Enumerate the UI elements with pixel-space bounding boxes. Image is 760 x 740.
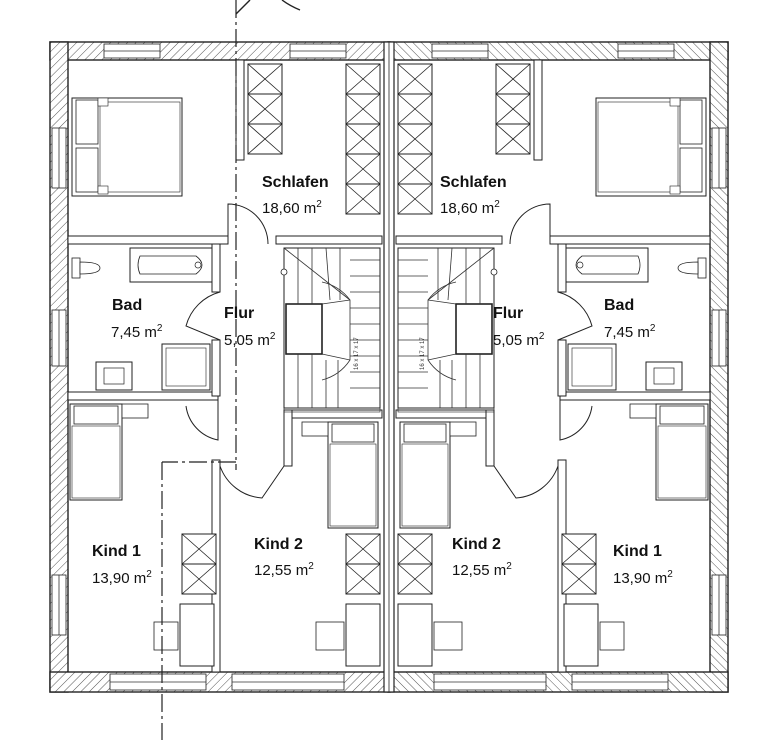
room-label-schlafen-left: Schlafen 18,60 m2 [262, 174, 329, 217]
house-left [50, 42, 390, 692]
svg-text:12,55 m2: 12,55 m2 [254, 561, 314, 579]
svg-text:Schlafen: Schlafen [262, 174, 329, 191]
svg-text:Schlafen: Schlafen [440, 174, 507, 191]
svg-text:Bad: Bad [112, 297, 142, 314]
svg-text:5,05 m2: 5,05 m2 [493, 331, 545, 349]
party-wall [383, 41, 395, 693]
svg-text:Bad: Bad [604, 297, 634, 314]
svg-text:18,60 m2: 18,60 m2 [440, 199, 500, 217]
svg-text:12,55 m2: 12,55 m2 [452, 561, 512, 579]
svg-text:Kind 2: Kind 2 [452, 536, 501, 553]
svg-text:Flur: Flur [493, 305, 523, 322]
room-label-schlafen-right: Schlafen 18,60 m2 [440, 174, 507, 217]
room-label-bad-left: Bad 7,45 m2 [111, 297, 163, 341]
room-label-kind1-left: Kind 1 13,90 m2 [92, 543, 152, 587]
svg-text:7,45 m2: 7,45 m2 [111, 323, 163, 341]
room-label-flur-right: Flur 5,05 m2 [493, 305, 545, 349]
section-line [161, 0, 301, 740]
house-right [388, 42, 728, 692]
room-label-bad-right: Bad 7,45 m2 [604, 297, 656, 341]
svg-text:13,90 m2: 13,90 m2 [92, 569, 152, 587]
svg-text:Flur: Flur [224, 305, 254, 322]
svg-text:Kind 1: Kind 1 [92, 543, 141, 560]
room-label-kind2-left: Kind 2 12,55 m2 [254, 536, 314, 579]
room-label-kind2-right: Kind 2 12,55 m2 [452, 536, 512, 579]
svg-text:Kind 2: Kind 2 [254, 536, 303, 553]
stair-dimension-right: 16 x 17 x 17 [420, 337, 426, 370]
room-label-kind1-right: Kind 1 13,90 m2 [613, 543, 673, 587]
svg-text:5,05 m2: 5,05 m2 [224, 331, 276, 349]
svg-text:13,90 m2: 13,90 m2 [613, 569, 673, 587]
svg-text:7,45 m2: 7,45 m2 [604, 323, 656, 341]
svg-text:18,60 m2: 18,60 m2 [262, 199, 322, 217]
room-label-flur-left: Flur 5,05 m2 [224, 305, 276, 349]
svg-text:Kind 1: Kind 1 [613, 543, 662, 560]
stair-dimension-left: 16 x 17 x 17 [354, 337, 360, 370]
